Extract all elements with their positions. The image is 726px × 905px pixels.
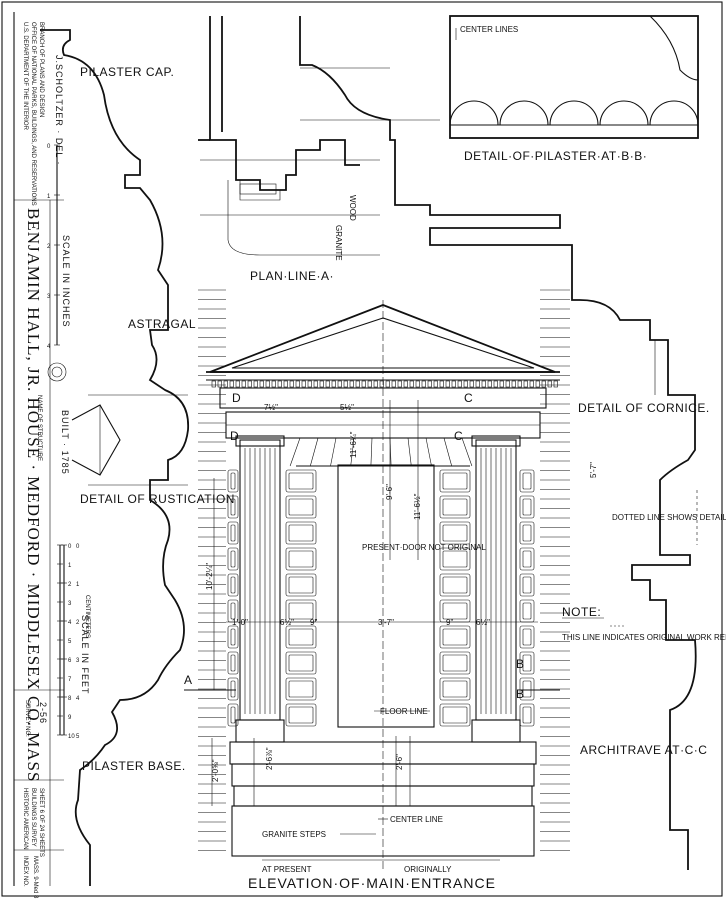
- agency-line-1: U.S. DEPARTMENT OF THE INTERIOR: [22, 22, 28, 131]
- note-title: NOTE:: [562, 605, 601, 619]
- name-of-structure-label: NAME OF STRUCTURE: [36, 395, 42, 461]
- title-block: U.S. DEPARTMENT OF THE INTERIOR OFFICE O…: [13, 12, 90, 899]
- floor-line-label: FLOOR LINE: [380, 707, 428, 716]
- centimeter-tick-label: 9: [68, 715, 72, 721]
- cornice-dimension: 5'-7": [589, 462, 598, 478]
- dim-9-6: 9'-6": [385, 484, 394, 500]
- agency-line-3: BRANCH OF PLANS AND DESIGN: [38, 22, 44, 117]
- feet-tick-label: 4: [76, 696, 80, 702]
- plan-line-a-label: PLAN·LINE·A·: [250, 269, 334, 283]
- note-text: THIS LINE INDICATES ORIGINAL WORK REMOVE…: [562, 633, 726, 642]
- agency-line-2: OFFICE OF NATIONAL PARKS, BUILDINGS, AND…: [30, 22, 36, 206]
- present-door-label: PRESENT·DOOR NOT ORIGINAL: [362, 543, 486, 552]
- note-block: NOTE: THIS LINE INDICATES ORIGINAL WORK …: [562, 605, 726, 642]
- pilaster-bb-detail: CENTER LINES DETAIL·OF·PILASTER·AT·B·B·: [449, 15, 699, 163]
- built-date: BUILT · 1785: [60, 410, 70, 475]
- elevation-title: ELEVATION·OF·MAIN·ENTRANCE: [248, 875, 496, 891]
- feet-tick-label: 5: [76, 734, 80, 740]
- feet-tick-label: 1: [76, 582, 80, 588]
- centimeter-tick-label: 6: [68, 658, 72, 664]
- pilaster-base-label: PILASTER BASE.: [82, 759, 186, 773]
- dim-10-2-quarter: 10'-2¼": [205, 563, 214, 590]
- detail-pilaster-bb-label: DETAIL·OF·PILASTER·AT·B·B·: [464, 149, 647, 163]
- dim-11-6-quarter: 11'-6¼": [349, 431, 358, 458]
- index-number: MASS. 9-Med 8: [32, 856, 38, 899]
- center-lines-label: CENTER LINES: [460, 25, 518, 34]
- entrance-elevation: D C D C B B A 11'-6¼" 9'-6" 11'-6½" 10'-…: [184, 289, 570, 870]
- section-d-left: D: [232, 391, 241, 405]
- dim-2-6: 2'-6": [395, 754, 404, 770]
- inch-tick-label: 0: [47, 144, 51, 150]
- survey-no-label: SURVEY NO.: [24, 700, 30, 737]
- centimeter-tick-label: 4: [68, 620, 72, 626]
- granite-label: GRANITE: [334, 225, 343, 261]
- section-b-upper: B: [516, 657, 525, 671]
- dim-2-6-7-8: 2'-6⅞": [265, 747, 274, 770]
- dim-9-left: 9": [310, 618, 317, 627]
- sheet-of: SHEET 6 OF 24 SHEETS: [38, 788, 44, 857]
- dim-5-half: 5½": [340, 403, 354, 412]
- granite-steps-label: GRANITE STEPS: [262, 830, 326, 839]
- dim-2-0-5-8: 2'-0⅝": [211, 759, 220, 782]
- centimeter-tick-label: 8: [68, 696, 72, 702]
- wood-label: WOOD: [348, 195, 357, 221]
- dim-9-right: 9": [446, 618, 453, 627]
- feet-tick-label: 3: [76, 658, 80, 664]
- inch-tick-label: 4: [47, 344, 51, 350]
- centimeter-tick-label: 5: [68, 639, 72, 645]
- habs-line-1: HISTORIC AMERICAN: [22, 788, 28, 850]
- section-c-right-lower: C: [454, 429, 463, 443]
- project-title: BENJAMIN HALL, JR. HOUSE · MEDFORD · MID…: [24, 208, 43, 782]
- pilaster-cap-label: PILASTER CAP.: [80, 65, 174, 79]
- feet-tick-label: 2: [76, 620, 80, 626]
- dim-3-7: 3'-7": [378, 618, 394, 627]
- scale-inches-label: SCALE IN INCHES: [61, 235, 71, 328]
- originally-label: ORIGINALLY: [404, 865, 452, 874]
- inch-tick-label: 3: [47, 294, 51, 300]
- section-d-left-lower: D: [230, 429, 239, 443]
- centimeter-tick-label: 7: [68, 677, 72, 683]
- pilaster-profile: PILASTER CAP. ASTRAGAL DETAIL OF RUSTICA…: [40, 29, 235, 886]
- scale-feet-label: SCALE IN FEET: [80, 615, 90, 695]
- dim-11-6-half: 11'-6½": [413, 493, 422, 520]
- dim-6-half-right: 6½": [476, 618, 490, 627]
- survey-number: 2-56: [38, 702, 48, 724]
- dim-6-half-left: 6½": [280, 618, 294, 627]
- centimeter-tick-label: 2: [68, 582, 72, 588]
- inch-tick-label: 2: [47, 244, 51, 250]
- cornice-profile: DETAIL OF CORNICE. DOTTED LINE SHOWS DET…: [299, 16, 726, 870]
- section-c-right: C: [464, 391, 473, 405]
- centimeter-tick-label: 10: [68, 734, 75, 740]
- section-b-lower: B: [516, 687, 525, 701]
- detail-rustication-label: DETAIL OF RUSTICATION: [80, 492, 235, 506]
- center-line-label: CENTER LINE: [390, 815, 443, 824]
- astragal-label: ASTRAGAL: [128, 317, 196, 331]
- dotted-line-note: DOTTED LINE SHOWS DETAIL AT D·D: [612, 513, 726, 522]
- dim-7-half: 7½": [264, 403, 278, 412]
- centimeter-tick-label: 3: [68, 601, 72, 607]
- centimeter-tick-label: 0: [68, 544, 72, 550]
- centimeter-tick-label: 1: [68, 563, 72, 569]
- index-no-label: INDEX NO.: [22, 856, 28, 887]
- architrave-label: ARCHITRAVE AT·C·C: [580, 743, 707, 757]
- detail-cornice-label: DETAIL OF CORNICE.: [578, 401, 710, 415]
- dim-1-0: 1'-0": [232, 618, 248, 627]
- plan-line-a-detail: PLAN·LINE·A· WOOD GRANITE: [198, 16, 380, 283]
- delineator: J.SCHOLTZER · DEL ·: [54, 55, 64, 166]
- department-seal-icon: [47, 362, 67, 382]
- section-a-left: A: [184, 673, 193, 687]
- scale-centimeters-label: CENTIMETERS: [84, 595, 90, 638]
- inch-tick-label: 1: [47, 194, 51, 200]
- at-present-label: AT PRESENT: [262, 865, 312, 874]
- habs-line-2: BUILDINGS SURVEY: [30, 788, 36, 847]
- feet-tick-label: 0: [76, 544, 80, 550]
